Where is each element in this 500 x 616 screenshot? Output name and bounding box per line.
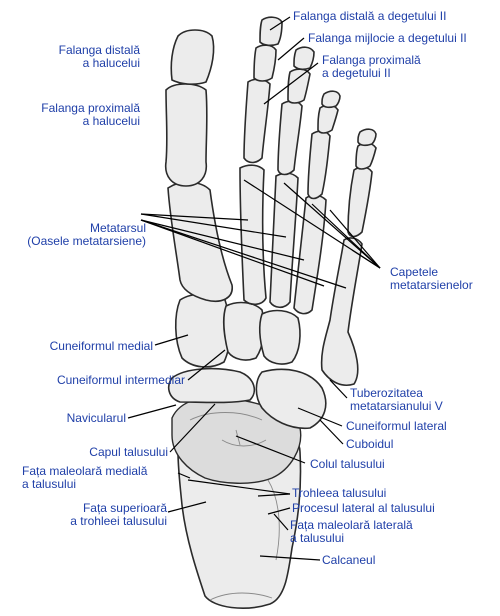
label-metatarsul-line2: (Oasele metatarsiene) [27,234,146,248]
label-tuberozitatea: Tuberozitatea metatarsianului V [350,387,443,413]
toe5-middle-phalanx [355,142,377,170]
metatarsal-2 [239,164,267,306]
label-metatarsul: Metatarsul (Oasele metatarsiene) [27,222,146,248]
leader-lines [127,16,381,561]
toe2-middle-phalanx [253,44,277,82]
label-falanga-distala-haluce: Falanga distală a halucelui [59,44,140,70]
toe3-middle-phalanx [287,68,311,104]
hallux-proximal-phalanx [164,83,208,187]
label-metatarsul-line1: Metatarsul [89,221,146,235]
label-trohleea-talusului: Trohleea talusului [292,486,387,500]
toe4-proximal-phalanx [307,130,331,200]
label-cuneiformul-lateral: Cuneiformul lateral [346,419,447,433]
toe4-distal-phalanx [321,90,341,109]
label-capetele-line2: metatarsienelor [390,278,473,292]
metatarsal-5 [320,237,363,386]
label-fata-maleolara-mediala-line2: a talusului [22,477,77,491]
label-fata-maleolara-mediala: Fața maleolară medială a talusului [22,465,147,491]
label-cuneiformul-intermediar: Cuneiformul intermediar [56,373,185,387]
metatarsal-4 [293,194,327,315]
hallux-distal-phalanx [170,29,215,85]
medial-cuneiform-bone [174,293,231,368]
label-fata-maleolara-laterala: Fața maleolară laterală a talusului [290,519,413,545]
label-cuboidul: Cuboidul [346,437,394,451]
label-colul-talusului: Colul talusului [310,457,385,471]
label-tuberozitatea-line1: Tuberozitatea [350,386,423,400]
label-falanga-distala-deg2: Falanga distală a degetului II [293,9,447,23]
label-falanga-mijlocie-deg2: Falanga mijlocie a degetului II [308,31,467,45]
label-falanga-proximala-haluce-line2: a halucelui [82,114,140,128]
label-falanga-distala-haluce-line2: a halucelui [82,56,140,70]
label-fata-maleolara-laterala-line2: a talusului [290,531,345,545]
navicular-bone [167,367,256,404]
label-navicularul: Navicularul [66,411,126,425]
toe2-proximal-phalanx [243,78,271,164]
label-capetele-line1: Capetele [390,265,439,279]
toe3-proximal-phalanx [277,100,303,176]
label-tuberozitatea-line2: metatarsianului V [350,399,443,413]
label-cuneiformul-medial: Cuneiformul medial [49,339,153,353]
label-capul-talusului: Capul talusului [89,445,168,459]
toe2-distal-phalanx [259,16,283,47]
label-capetele-metatarsienelor: Capetele metatarsienelor [390,266,473,292]
toe3-distal-phalanx [293,46,315,71]
intermediate-cuneiform-bone [223,301,265,361]
metatarsal-3 [269,172,299,309]
label-fata-superioara-line2: a trohleei talusului [70,514,167,528]
toe4-middle-phalanx [317,104,339,134]
label-falanga-proximala-deg2-line1: Falanga proximală [322,53,421,67]
label-fata-maleolara-mediala-line1: Fața maleolară medială [22,464,148,478]
label-calcaneul: Calcaneul [322,553,376,567]
lateral-cuneiform-bone [259,309,301,365]
cuboid-bone [255,368,327,430]
label-fata-maleolara-laterala-line1: Fața maleolară laterală [290,518,413,532]
toe5-distal-phalanx [357,128,377,147]
label-falanga-proximala-deg2-line2: a degetului II [322,66,391,80]
label-falanga-proximala-deg2: Falanga proximală a degetului II [322,54,421,80]
label-fata-superioara: Fața superioară a trohleei talusului [70,502,167,528]
toe5-proximal-phalanx [347,166,373,238]
label-falanga-distala-haluce-line1: Falanga distală [58,43,140,57]
label-fata-superioara-line1: Fața superioară [82,501,167,515]
label-falanga-proximala-haluce-line1: Falanga proximală [41,101,140,115]
label-falanga-proximala-haluce: Falanga proximală a halucelui [41,102,140,128]
label-procesul-lateral: Procesul lateral al talusului [292,501,435,515]
